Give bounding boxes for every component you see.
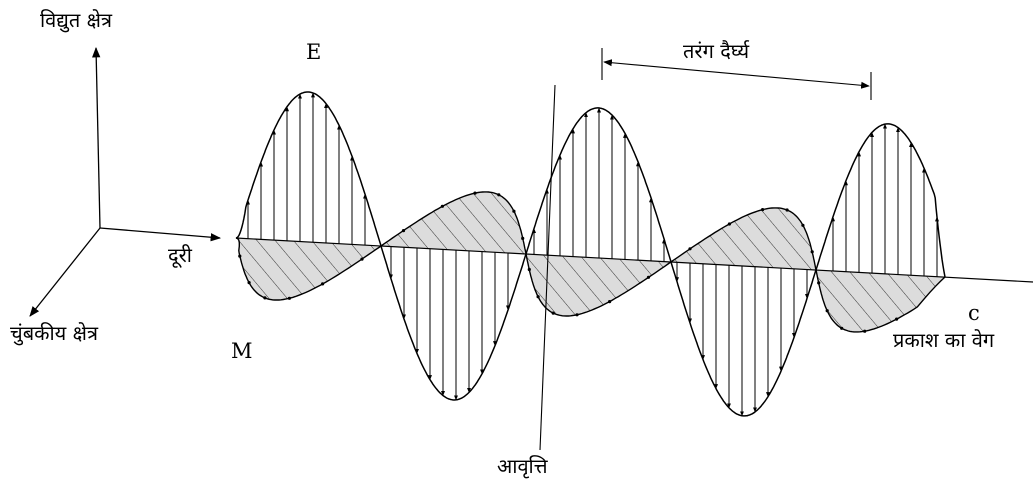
magnetic-field-vector-tip: [608, 300, 612, 304]
e-label: E: [306, 40, 322, 64]
electric-wave-curve: [235, 91, 946, 417]
c-label: c: [968, 301, 980, 325]
wavelength-label: तरंग दैर्घ्य: [683, 39, 750, 63]
axes: [29, 46, 222, 317]
magnetic-field-vector-tip: [825, 309, 829, 313]
magnetic-field-vector-tip: [785, 208, 789, 212]
magnetic-field-vector-tip: [512, 209, 516, 213]
magnetic-field-vector-tip: [536, 295, 540, 299]
magnetic-field-vector-tip: [238, 254, 242, 258]
magnetic-field-wave: [235, 191, 946, 333]
frequency-line: [539, 84, 556, 451]
magnetic-field-vector-tip: [840, 326, 844, 330]
magnetic-field-vector-tip: [863, 329, 867, 333]
electric-field-label: विद्युत क्षेत्र: [40, 8, 113, 32]
magnetic-axis: [29, 227, 101, 317]
distance-axis: [99, 227, 222, 242]
magnetic-field-vector-tip: [497, 193, 501, 197]
magnetic-field-vector-tip: [247, 281, 251, 285]
magnetic-field-label: चुंबकीय क्षेत्र: [10, 321, 98, 345]
magnetic-field-vector-tip: [473, 191, 477, 195]
distance-label: दूरी: [168, 243, 192, 267]
magnetic-field-vector-tip: [646, 275, 651, 279]
magnetic-field-vector-tip: [761, 208, 765, 212]
magnetic-wave-fill: [236, 191, 945, 332]
magnetic-field-vector-tip: [895, 317, 899, 321]
magnetic-field-vector-tip: [575, 313, 579, 317]
electric-field-wave: [235, 91, 946, 417]
wavelength-marker: [601, 48, 872, 100]
m-label: M: [231, 339, 253, 363]
magnetic-field-vector-tip: [360, 257, 364, 261]
magnetic-field-vector-tip: [321, 282, 325, 286]
magnetic-field-vector-tip: [521, 236, 525, 240]
magnetic-field-vector-tip: [287, 296, 291, 300]
electric-axis: [92, 46, 101, 229]
magnetic-field-vector-tip: [688, 247, 692, 251]
frequency-label: आवृत्ति: [497, 454, 548, 478]
magnetic-field-vector-tip: [527, 267, 531, 272]
magnetic-field-vector-tip: [810, 250, 814, 254]
magnetic-field-vector-tip: [817, 281, 821, 285]
magnetic-field-vector-tip: [440, 204, 444, 208]
magnetic-field-vector-tip: [551, 311, 555, 315]
propagation-axis: [235, 237, 1033, 283]
magnetic-field-vector-tip: [727, 222, 732, 226]
magnetic-field-vector-tip: [401, 229, 406, 233]
speed-of-light-label: प्रकाश का वेग: [893, 328, 995, 352]
magnetic-field-vector-tip: [801, 223, 805, 227]
magnetic-field-vector-tip: [263, 296, 267, 300]
